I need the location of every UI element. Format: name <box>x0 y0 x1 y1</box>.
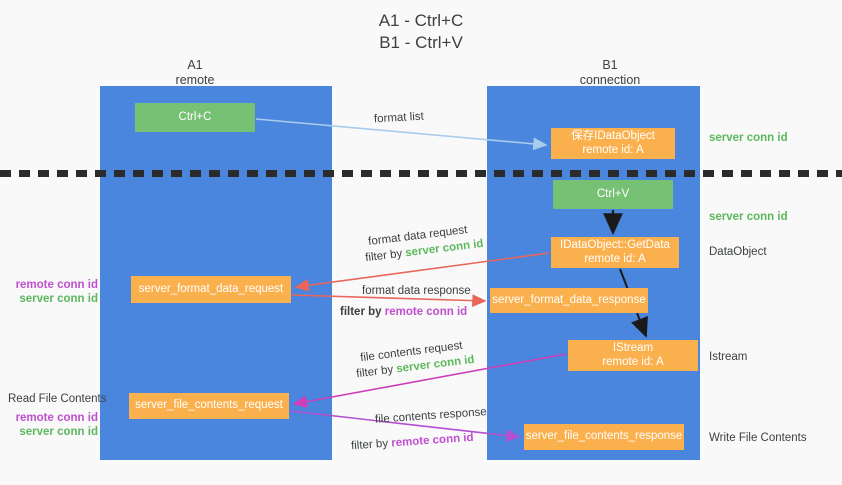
box-ctrl-c-line1: Ctrl+C <box>178 110 212 123</box>
annotation-server-conn-id-left-2: server conn id <box>19 426 98 438</box>
box-server-file-contents-request[interactable]: server_file_contents_request <box>129 393 289 419</box>
edge-label-filter-prefix-2: filter by <box>340 306 385 318</box>
edge-label-file-contents-response-filter: filter by remote conn id <box>351 431 474 455</box>
annotation-write-file-contents: Write File Contents <box>709 432 807 444</box>
box-server-file-contents-request-label: server_file_contents_request <box>135 399 283 412</box>
box-istream[interactable]: IStream remote id: A <box>568 340 698 371</box>
box-server-format-data-request[interactable]: server_format_data_request <box>131 276 291 303</box>
box-save-idataobject-line1: 保存IDataObject <box>571 130 655 142</box>
annotation-read-file-contents: Read File Contents <box>8 393 107 405</box>
annotation-data-object: DataObject <box>709 246 767 258</box>
annotation-remote-conn-id-2: remote conn id <box>15 412 98 424</box>
page-title: A1 - Ctrl+C B1 - Ctrl+V <box>0 10 842 54</box>
box-ctrl-v-line1: Ctrl+V <box>596 187 630 200</box>
box-idataobject-getdata-line1: IDataObject::GetData <box>560 239 670 251</box>
annotation-conn-ids-format: remote conn id server conn id <box>8 278 98 306</box>
box-server-format-data-response[interactable]: server_format_data_response <box>490 288 648 313</box>
annotation-conn-ids-file: remote conn id server conn id <box>8 411 98 439</box>
edge-label-filter-prefix-4: filter by <box>350 437 392 453</box>
title-line-2: B1 - Ctrl+V <box>379 33 463 52</box>
edge-label-file-contents-response: file contents response <box>374 406 488 426</box>
box-idataobject-getdata[interactable]: IDataObject::GetData remote id: A <box>551 237 679 268</box>
edge-label-format-data-response-filter: filter by remote conn id <box>340 305 467 320</box>
box-save-idataobject-line2: remote id: A <box>582 143 644 156</box>
box-istream-line2: remote id: A <box>602 355 664 368</box>
edge-label-filter-prefix-3: filter by <box>355 363 398 381</box>
box-server-format-data-request-label: server_format_data_request <box>138 282 284 295</box>
box-server-format-data-response-label: server_format_data_response <box>492 293 646 306</box>
column-header-a1-name: A1 <box>187 58 203 72</box>
edge-label-filter-key-2: remote conn id <box>384 306 468 318</box>
annotation-server-conn-id-mid: server conn id <box>709 211 788 223</box>
edge-label-format-list: format list <box>373 110 425 126</box>
annotation-remote-conn-id-1: remote conn id <box>15 279 98 291</box>
annotation-server-conn-id-top: server conn id <box>709 132 788 144</box>
column-header-a1: A1 remote <box>110 58 280 88</box>
phase-divider <box>0 170 842 177</box>
annotation-istream: Istream <box>709 351 748 363</box>
column-header-b1: B1 connection <box>525 58 695 88</box>
column-header-a1-sub: remote <box>175 73 215 87</box>
box-server-file-contents-response[interactable]: server_file_contents_response <box>524 424 684 450</box>
box-idataobject-getdata-line2: remote id: A <box>584 252 646 265</box>
column-header-b1-sub: connection <box>579 73 641 87</box>
title-line-1: A1 - Ctrl+C <box>378 11 464 30</box>
annotation-server-conn-id-left-1: server conn id <box>19 293 98 305</box>
box-save-idataobject[interactable]: 保存IDataObject remote id: A <box>551 128 675 159</box>
box-server-file-contents-response-label: server_file_contents_response <box>525 430 683 443</box>
box-istream-line1: IStream <box>612 342 654 354</box>
box-ctrl-v[interactable]: Ctrl+V <box>553 180 673 209</box>
column-header-b1-name: B1 <box>602 58 618 72</box>
edge-label-filter-key-4: remote conn id <box>390 431 474 450</box>
edge-label-filter-prefix-1: filter by <box>364 247 407 265</box>
box-ctrl-c[interactable]: Ctrl+C <box>135 103 255 132</box>
edge-label-format-data-response: format data response <box>362 285 471 297</box>
